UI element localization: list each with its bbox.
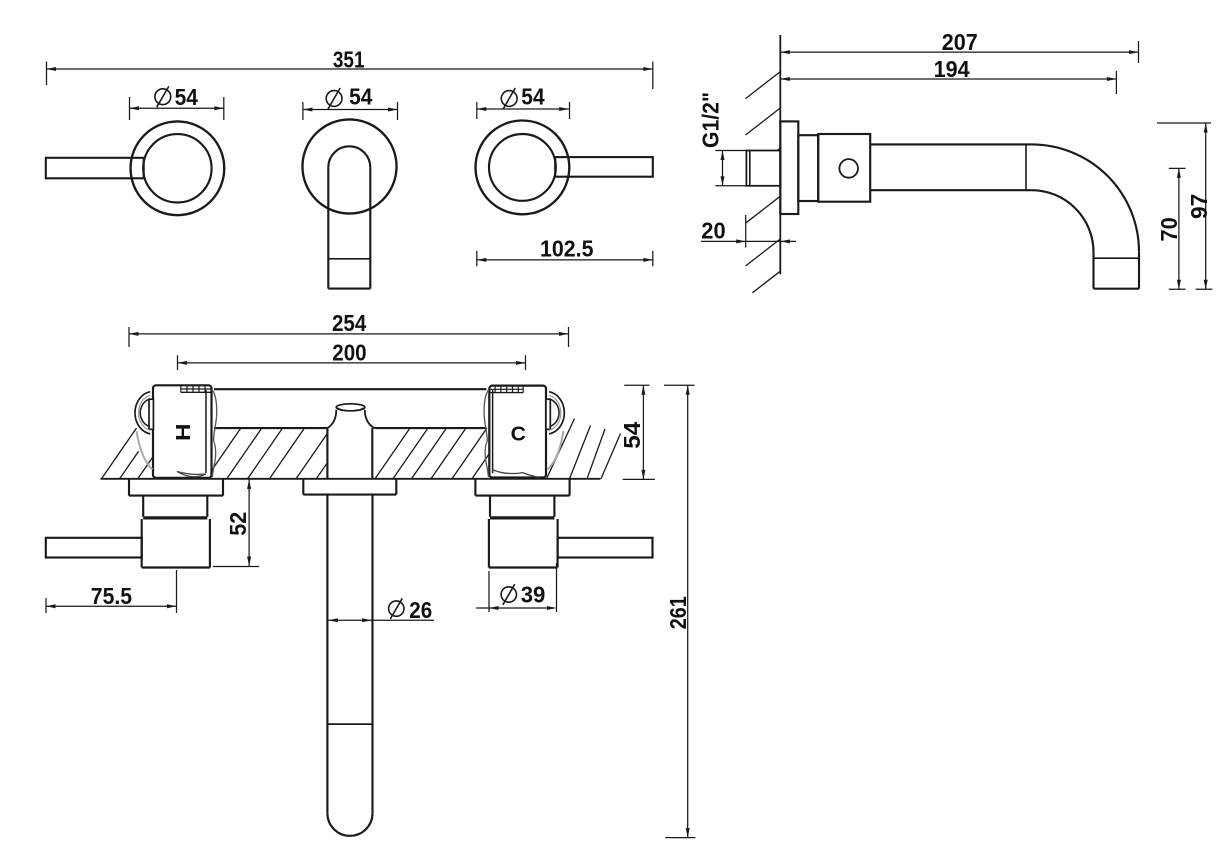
svg-text:102.5: 102.5 [540,236,594,262]
svg-text:54: 54 [349,84,372,110]
svg-text:97: 97 [1186,194,1212,219]
svg-text:39: 39 [521,582,546,608]
svg-text:70: 70 [1156,217,1182,241]
svg-text:254: 254 [332,310,366,336]
svg-text:207: 207 [942,29,978,55]
svg-text:C: C [511,423,526,446]
svg-text:54: 54 [175,84,198,110]
svg-text:75.5: 75.5 [91,583,132,609]
svg-text:194: 194 [934,56,970,82]
svg-text:200: 200 [332,339,366,365]
svg-text:G1/2": G1/2" [697,92,723,148]
svg-text:52: 52 [225,512,251,536]
svg-text:H: H [172,424,195,442]
svg-text:20: 20 [701,218,725,244]
svg-text:54: 54 [521,84,544,110]
svg-text:351: 351 [333,46,365,72]
svg-text:54: 54 [619,422,645,449]
svg-text:261: 261 [665,596,691,629]
svg-text:26: 26 [409,597,432,623]
